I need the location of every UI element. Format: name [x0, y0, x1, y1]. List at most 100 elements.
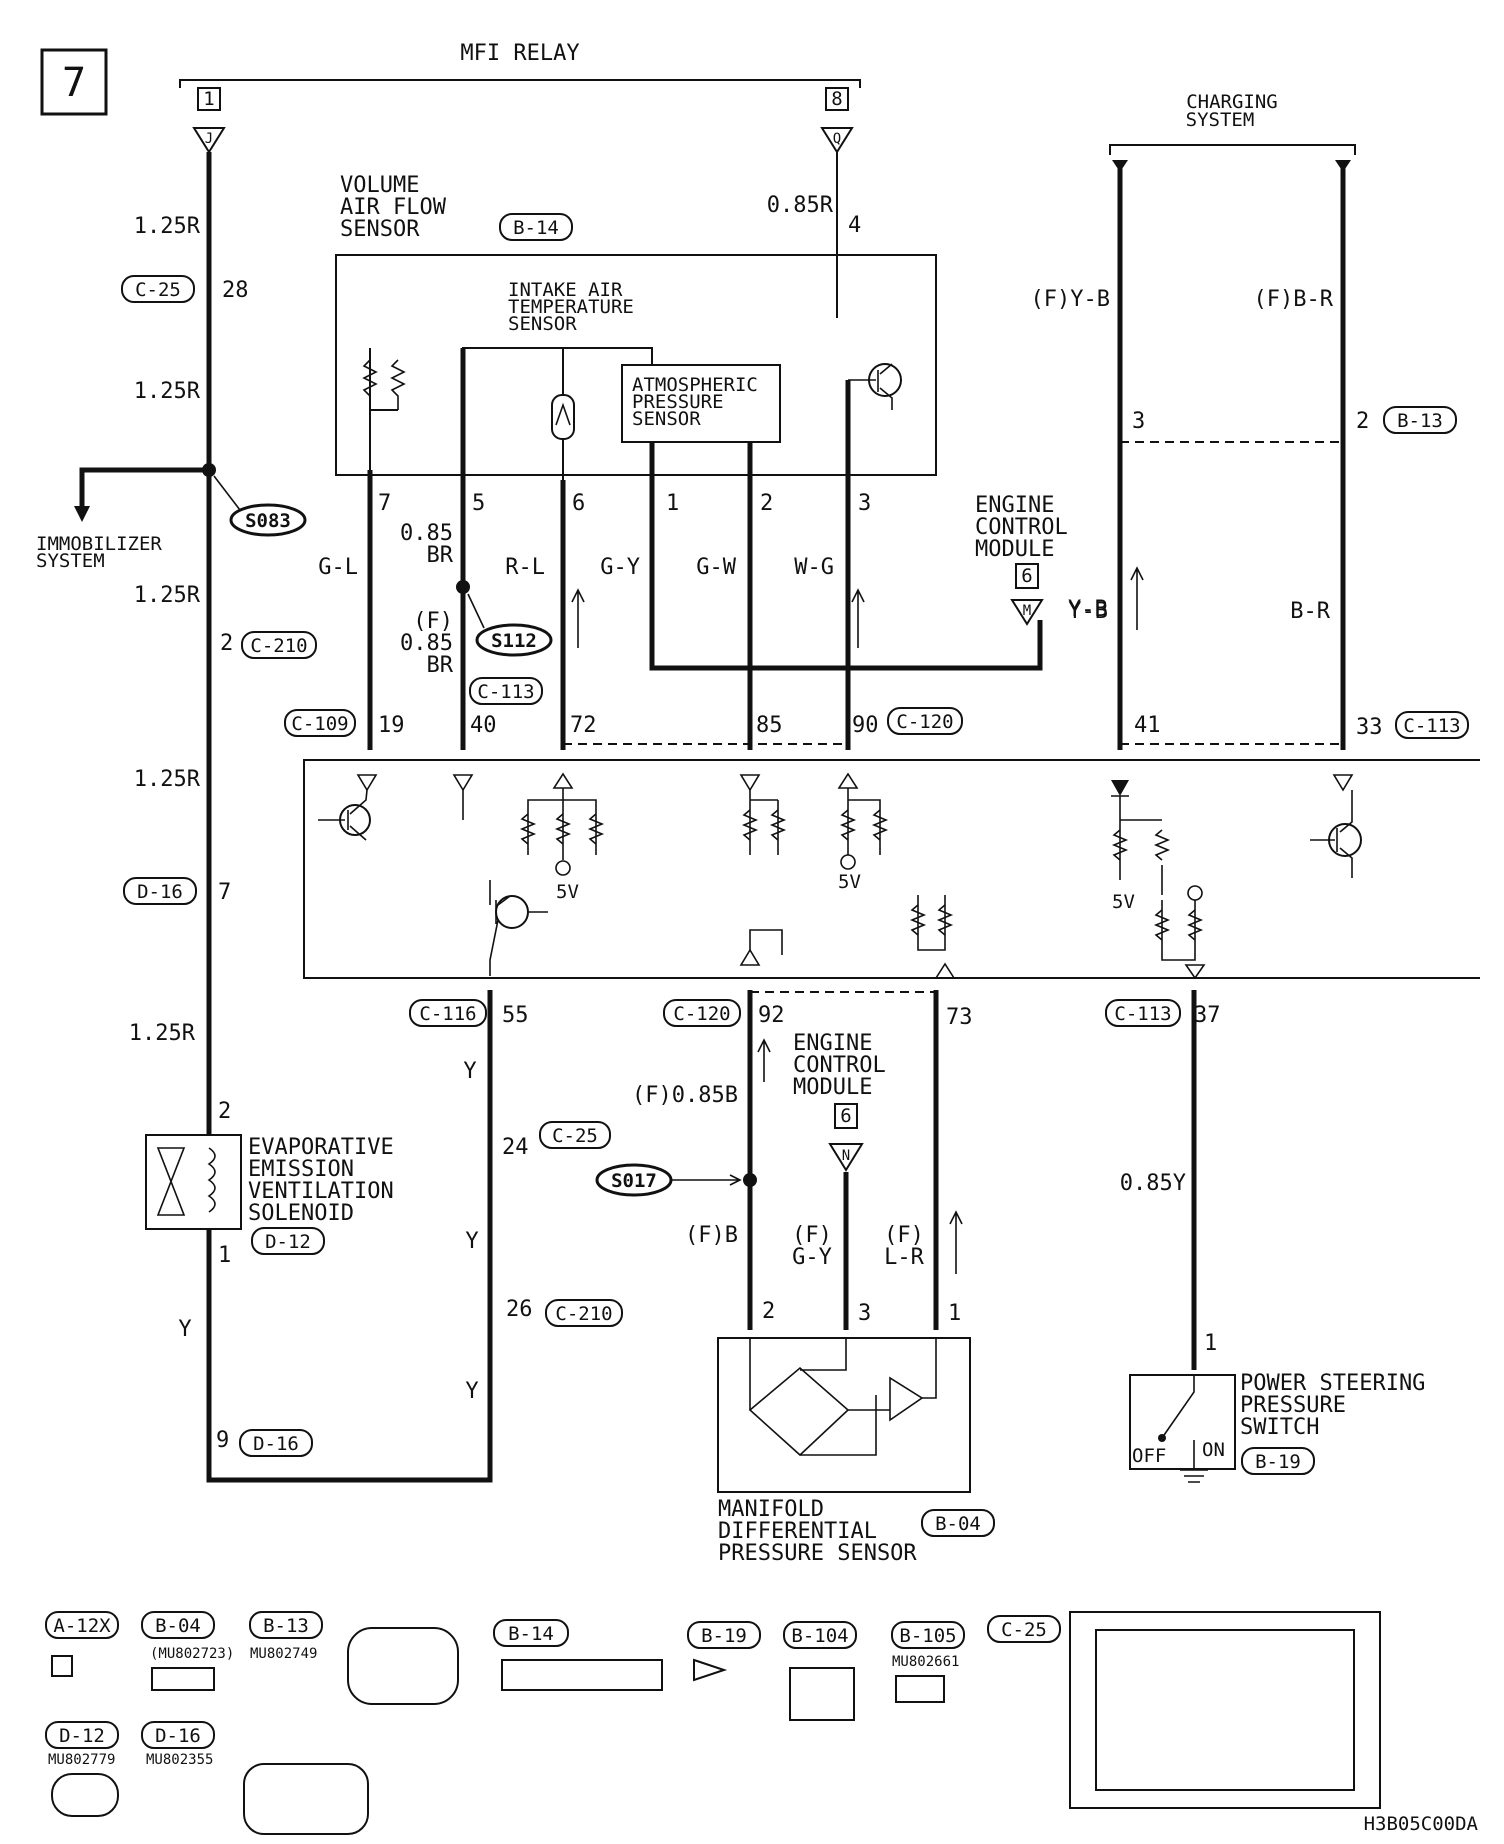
ecm-pin-73: 73 [946, 1005, 973, 1030]
legend-b19: B-19 [701, 1625, 747, 1647]
y-wire-label-3: Y [465, 1379, 478, 1404]
terminal-m [1010, 599, 1044, 626]
evap-title-2: EMISSION [248, 1157, 354, 1182]
legend-b104-box [783, 1621, 857, 1649]
page-number: 7 [62, 60, 86, 106]
ecm-pin-41: 41 [1134, 713, 1161, 738]
legend-b14-box [493, 1619, 569, 1647]
conn-c210-2-box [545, 1299, 623, 1327]
conn-c120-b: C-120 [673, 1003, 730, 1025]
legend-c25-shape [1069, 1611, 1381, 1809]
ecm-int-72-net [527, 788, 597, 860]
ecm-int-85 [739, 774, 761, 792]
terminal-j [192, 127, 226, 154]
connector-legend: A-12X B-04 (MU802723) B-13 MU802749 B-14… [45, 1611, 1381, 1835]
ps-wire: 0.85Y [1120, 1171, 1186, 1196]
ecm-transistor-3-legs [489, 880, 548, 976]
evap-solenoid-box [145, 1134, 242, 1230]
ecm-int-41-resistors [1111, 829, 1171, 861]
legend-a12x: A-12X [53, 1615, 111, 1637]
splice-s112-badge [475, 623, 553, 657]
ecm-pin-85: 85 [756, 713, 783, 738]
charging-wire-l: (F)Y-B [1031, 287, 1110, 312]
splice-s017-dot [743, 1173, 757, 1187]
legend-d16: D-16 [155, 1725, 201, 1747]
ecm-mid-title-2: CONTROL [793, 1053, 886, 1078]
mdp-title-2: DIFFERENTIAL [718, 1519, 877, 1544]
ecm-5v-3: 5V [1112, 891, 1135, 913]
mfi-pin-1-box [197, 87, 221, 111]
wire-size-3: 1.25R [134, 583, 201, 608]
wire-label-g-l: G-L [318, 555, 358, 580]
legend-d16-box [141, 1721, 215, 1749]
ps-pin-1: 1 [1204, 1331, 1217, 1356]
splice-s112-dot [456, 580, 470, 594]
legend-b13-pn: MU802749 [250, 1646, 317, 1662]
ps-title-1: POWER STEERING [1240, 1371, 1425, 1396]
evap-pin-2: 2 [218, 1099, 231, 1124]
ecm-transistor-3 [495, 895, 529, 929]
s112-pointer [467, 593, 485, 629]
mdp-wire-3b: G-Y [792, 1245, 832, 1270]
arrow-up-l-r [949, 1210, 963, 1274]
conn-c25-1: C-25 [135, 279, 181, 301]
mdp-wire-3a: (F) [792, 1223, 832, 1248]
ecm-int-37 [1184, 964, 1206, 980]
mdp-output [922, 1338, 937, 1399]
conn-c109: C-109 [291, 713, 348, 735]
conn-c210-1-box [241, 631, 317, 659]
iat-title-3: SENSOR [508, 313, 577, 335]
charging-wire-label-l: Y-B [1068, 599, 1108, 624]
terminal-n [828, 1143, 864, 1172]
mdp-wire-4a: (F) [884, 1223, 924, 1248]
ecm-pin-37: 37 [1194, 1003, 1221, 1028]
legend-b105-pn: MU802661 [892, 1654, 959, 1670]
terminal-m-label: M [1023, 603, 1031, 619]
conn-c25-2: C-25 [552, 1125, 598, 1147]
wire-label-g-w: G-W [696, 555, 736, 580]
evap-title-4: SOLENOID [248, 1201, 354, 1226]
y-wire-label-2: Y [465, 1229, 478, 1254]
conn-c120-a-box [887, 707, 963, 735]
ecm-int-40 [452, 774, 474, 792]
legend-b19-shape [693, 1658, 728, 1682]
immobilizer-line2: SYSTEM [36, 550, 105, 572]
ecm-pin-33: 33 [1356, 715, 1383, 740]
ecm-5v-2: 5V [838, 871, 861, 893]
pin-26: 26 [506, 1297, 533, 1322]
iat-title-1: INTAKE AIR [508, 279, 623, 301]
vafs-pin-6: 6 [572, 491, 585, 516]
wire-size-1: 1.25R [134, 214, 201, 239]
arrow-up-r-l [571, 588, 585, 648]
conn-c120-a: C-120 [896, 711, 953, 733]
pin-2-c210: 2 [220, 631, 233, 656]
vafs-pin-2: 2 [760, 491, 773, 516]
ecm-mid-pin-box [834, 1103, 858, 1129]
mdp-bridge [748, 1366, 850, 1457]
splice-s017: S017 [611, 1170, 657, 1192]
vafs-pin-5: 5 [472, 491, 485, 516]
ecm-int-41-net [1111, 795, 1162, 880]
legend-b13-box [249, 1611, 323, 1639]
arrow-up-b [757, 1038, 771, 1082]
terminal-q [820, 127, 854, 154]
ecm-top-pin: 6 [1021, 565, 1032, 587]
ecm-int-19 [356, 774, 378, 792]
ecm-top-wire: Y-B [1068, 597, 1108, 622]
wire-label-br: BR [427, 543, 454, 568]
ecm-diode [1111, 780, 1129, 796]
ecm-transistor-1-legs [318, 789, 368, 841]
ecm-pin-19: 19 [378, 713, 405, 738]
ecm-transistor-2-legs [1310, 790, 1353, 878]
conn-b13-box [1383, 406, 1457, 434]
terminal-n-label: N [842, 1148, 850, 1164]
terminal-q-label: Q [833, 131, 841, 147]
ecm-body [303, 759, 1480, 979]
s017-pointer [671, 1174, 742, 1186]
vafs-resistor-1 [362, 359, 378, 397]
legend-b19-box [687, 1621, 761, 1649]
ecm-int-72-resistors [519, 813, 605, 845]
vafs-resistor-2 [390, 359, 406, 410]
page-number-box [40, 48, 108, 116]
mfi-relay-title: MFI RELAY [460, 41, 579, 66]
